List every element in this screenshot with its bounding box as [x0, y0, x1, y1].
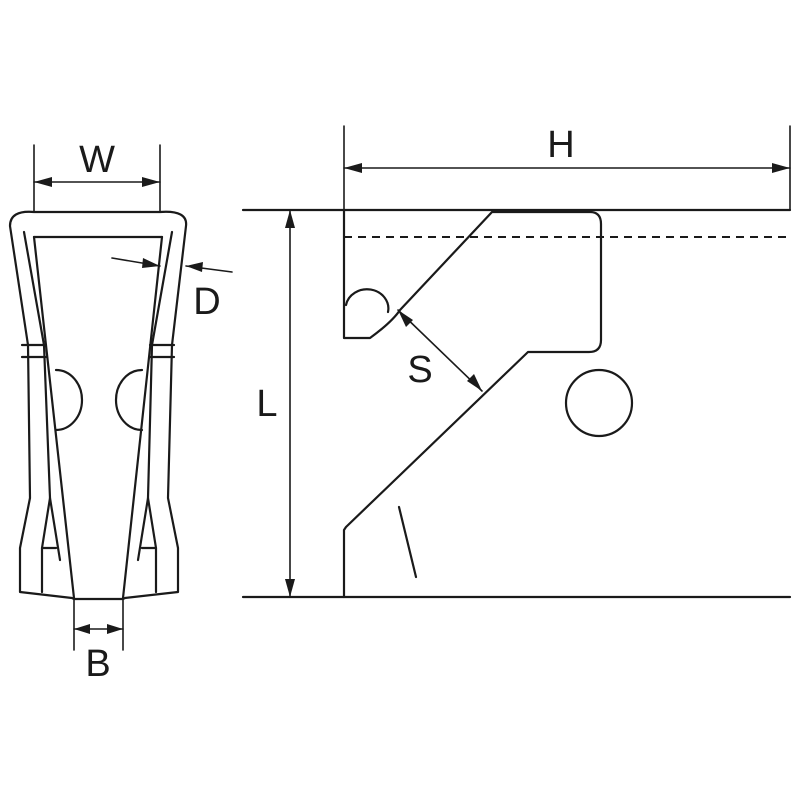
l-arrow-top — [285, 210, 295, 228]
side-view — [241, 208, 792, 599]
s-arrow-top — [398, 310, 413, 327]
side-cutout-profile — [342, 208, 603, 599]
w-arrow-right — [142, 177, 160, 187]
l-arrow-bottom — [285, 579, 295, 597]
right-hole-arc — [114, 368, 144, 432]
side-hole — [564, 368, 634, 438]
w-arrow-left — [34, 177, 52, 187]
side-slit — [397, 505, 418, 579]
dimension-h: H — [343, 124, 791, 211]
h-arrow-right — [772, 163, 790, 173]
dimension-s: S — [397, 309, 483, 392]
right-leg-detail — [136, 496, 158, 562]
d-arrow-right — [186, 262, 203, 272]
center-wedge — [32, 235, 164, 600]
left-hole-arc — [54, 368, 84, 432]
b-arrow-right — [107, 624, 123, 634]
h-arrow-left — [344, 163, 362, 173]
dimension-b: B — [73, 598, 124, 685]
d-arrow-left — [142, 258, 160, 268]
s-dimension-line — [397, 309, 483, 392]
s-arrow-bottom — [467, 374, 482, 391]
s-label: S — [407, 349, 432, 391]
d-label: D — [193, 281, 220, 323]
dimension-d: D — [111, 257, 233, 323]
l-label: L — [256, 383, 277, 425]
b-arrow-left — [74, 624, 90, 634]
front-view-outline — [8, 210, 188, 601]
right-arm-inner — [146, 230, 174, 594]
dimension-l: L — [256, 209, 295, 598]
dimension-w: W — [33, 139, 161, 213]
b-label: B — [85, 643, 110, 685]
h-label: H — [547, 124, 574, 166]
left-leg-detail — [40, 496, 62, 562]
w-label: W — [79, 139, 115, 181]
front-view — [8, 210, 188, 601]
cutout-arc — [344, 288, 390, 314]
